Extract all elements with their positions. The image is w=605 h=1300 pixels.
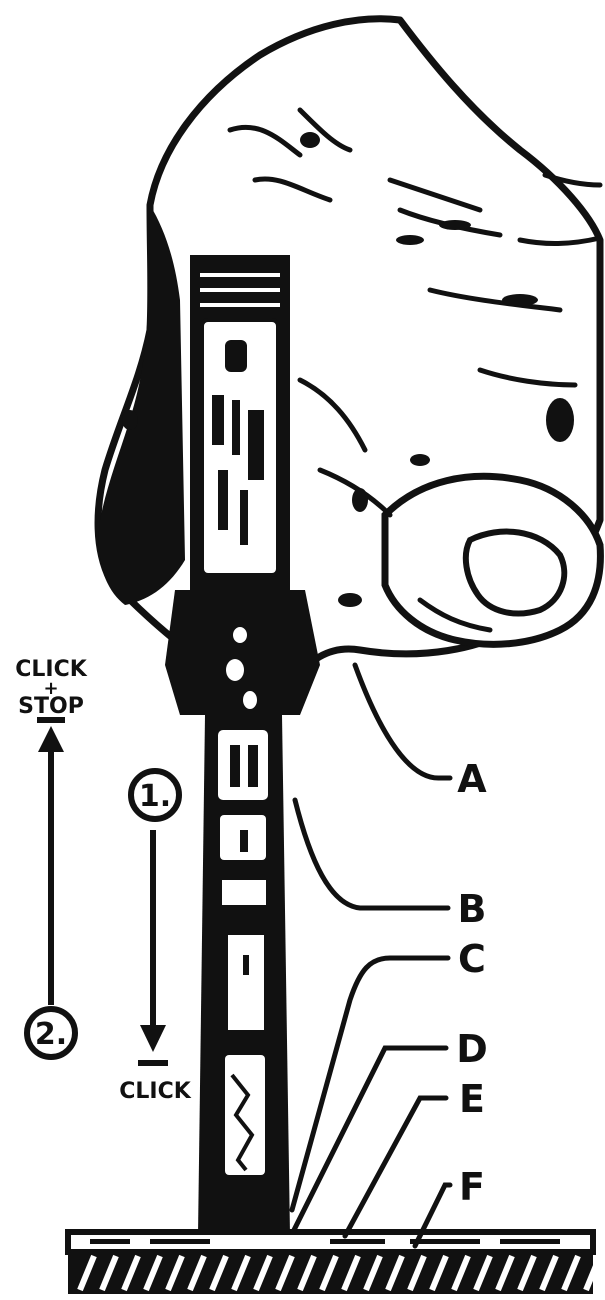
step-1-label: 1.: [139, 779, 171, 814]
hand-illustration: [98, 19, 600, 690]
callout-c: C: [458, 937, 486, 981]
step-2-badge: 2.: [27, 1009, 75, 1057]
callout-f: F: [459, 1165, 485, 1209]
callout-a: A: [457, 757, 487, 801]
callout-d: D: [456, 1027, 488, 1071]
callout-leaders: [292, 665, 450, 1246]
leader-c: [292, 958, 448, 1210]
pen-collar: [165, 590, 320, 715]
step-2-label: 2.: [35, 1017, 67, 1052]
leader-d: [293, 1048, 446, 1232]
click-label: CLICK: [119, 1079, 191, 1104]
surface: [68, 1232, 600, 1294]
callout-b: B: [458, 887, 487, 931]
click-stop-line2: STOP: [18, 694, 84, 719]
arrow-step-1: [138, 830, 168, 1063]
leader-a: [355, 665, 450, 778]
step-1-badge: 1.: [131, 771, 179, 819]
thumbnail: [466, 532, 564, 614]
arrow-step-2: [37, 720, 65, 1005]
leader-b: [295, 800, 448, 908]
hand-shadow-left: [99, 205, 185, 605]
callout-e: E: [459, 1077, 485, 1121]
